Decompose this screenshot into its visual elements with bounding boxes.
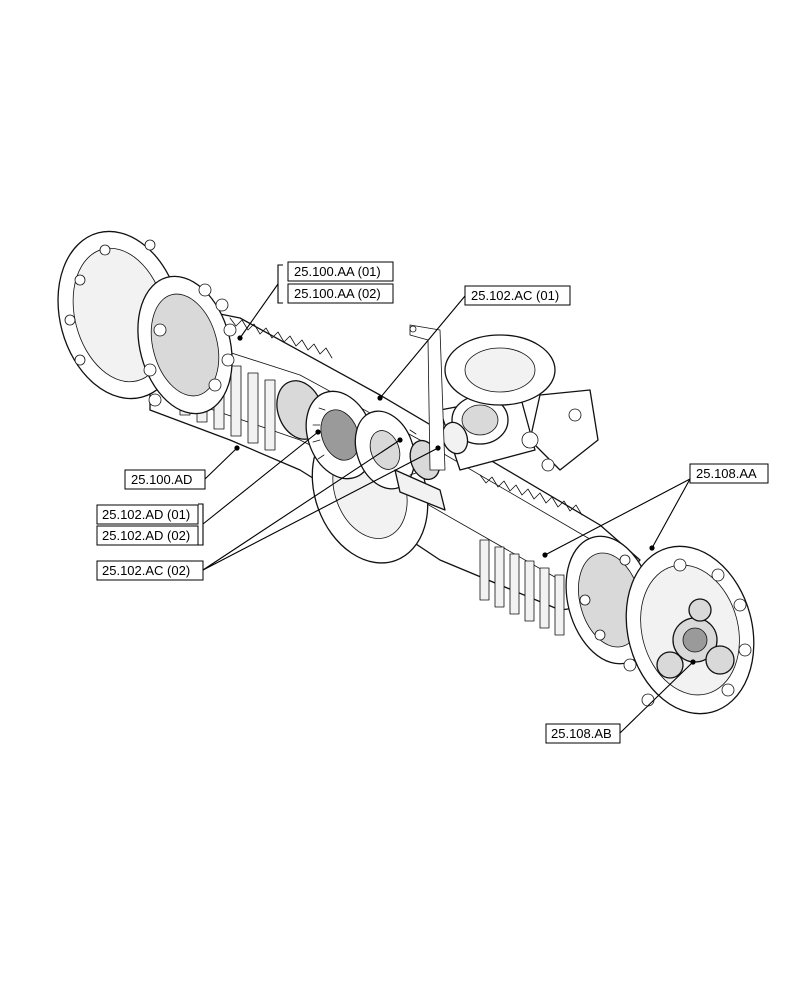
- leader-25-100-ad: [204, 447, 238, 480]
- leader-dot-25-102-ac-02-a: [397, 437, 403, 443]
- callout-25-102-ad-02[interactable]: 25.102.AD (02): [96, 525, 199, 546]
- callout-25-102-ac-02[interactable]: 25.102.AC (02): [96, 560, 204, 581]
- leader-25-108-aa-a: [544, 478, 691, 556]
- leader-dot-25-108-aa-a: [542, 552, 548, 558]
- leader-25-108-ab: [619, 661, 694, 734]
- leader-dot-25-108-ab: [690, 659, 696, 665]
- leader-dot-25-102-ad: [315, 429, 321, 435]
- callout-25-100-ad[interactable]: 25.100.AD: [124, 469, 206, 490]
- bracket-25-100-aa: [277, 264, 283, 304]
- leader-dot-25-102-ac-02-b: [435, 445, 441, 451]
- axle-illustration: [57, 230, 755, 715]
- leader-dot-25-108-aa-b: [649, 545, 655, 551]
- leader-dot-25-100-ad: [234, 445, 240, 451]
- left-wheel-hub: [57, 230, 237, 415]
- callout-label: 25.108.AB: [551, 726, 612, 741]
- callout-label: 25.100.AA (01): [294, 264, 381, 279]
- callout-label: 25.108.AA: [696, 466, 757, 481]
- right-wheel-hub: [565, 535, 755, 715]
- leader-lines: [198, 264, 696, 734]
- callout-label: 25.102.AC (01): [471, 288, 559, 303]
- pinion-assembly: [409, 324, 599, 472]
- callout-label: 25.102.AD (01): [102, 507, 190, 522]
- leader-25-102-ac-02-b: [202, 447, 439, 571]
- leader-dot-25-102-ac-01: [377, 395, 383, 401]
- callout-label: 25.102.AD (02): [102, 528, 190, 543]
- callout-25-102-ad-01[interactable]: 25.102.AD (01): [96, 504, 199, 525]
- callout-label: 25.100.AA (02): [294, 286, 381, 301]
- leader-25-102-ad: [202, 431, 319, 525]
- leader-25-102-ac-02-a: [202, 439, 401, 571]
- callout-25-100-aa-02[interactable]: 25.100.AA (02): [287, 283, 394, 304]
- leader-25-100-aa: [239, 283, 279, 339]
- callout-25-100-aa-01[interactable]: 25.100.AA (01): [287, 261, 394, 282]
- leader-dot-25-100-aa: [237, 335, 243, 341]
- bracket-25-102-ad: [198, 503, 204, 546]
- callout-label: 25.102.AC (02): [102, 563, 190, 578]
- leader-25-108-aa-b: [651, 478, 691, 549]
- callout-25-108-ab[interactable]: 25.108.AB: [545, 723, 621, 744]
- callout-labels: 25.100.AA (01) 25.100.AA (02) 25.102.AC …: [96, 261, 769, 744]
- callout-label: 25.100.AD: [131, 472, 192, 487]
- callout-25-108-aa[interactable]: 25.108.AA: [689, 463, 769, 484]
- callout-25-102-ac-01[interactable]: 25.102.AC (01): [464, 285, 571, 306]
- leader-25-102-ac-01: [379, 295, 466, 399]
